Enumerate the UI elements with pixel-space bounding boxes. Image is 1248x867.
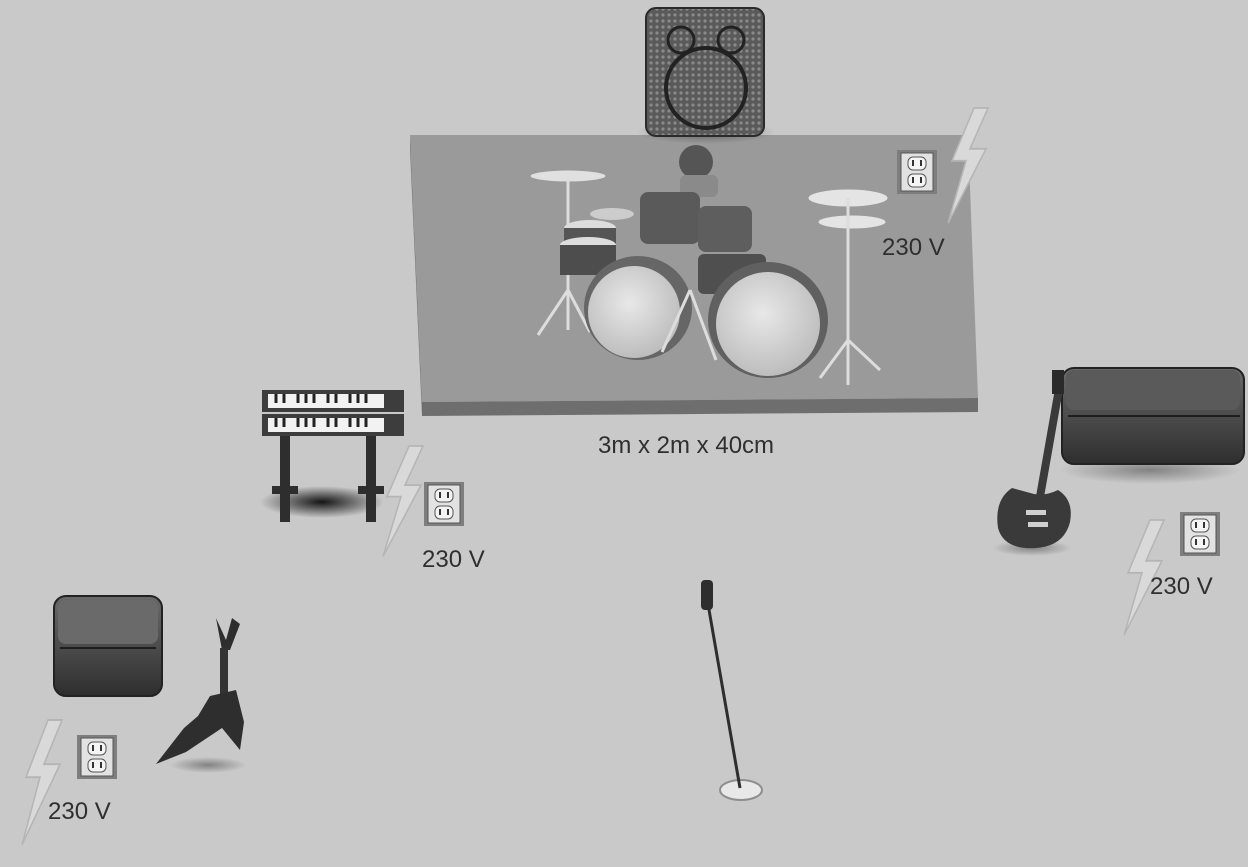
keyboard-icon: [260, 390, 404, 522]
power-outlet-icon: [77, 735, 117, 779]
power-bolt-icon: [383, 446, 423, 556]
microphone-stand-icon: [701, 580, 762, 800]
power-bolt-icon: [22, 720, 62, 845]
riser-dimensions-label: 3m x 2m x 40cm: [598, 432, 774, 460]
power-outlet-icon: [424, 482, 464, 526]
voltage-label-guitar-left: 230 V: [48, 798, 111, 826]
electric-guitar-icon: [156, 618, 246, 773]
bass-guitar-icon: [992, 370, 1072, 556]
guitar-amp-icon: [54, 596, 162, 696]
monitor-speaker-icon: [636, 8, 776, 144]
bass-amp-icon: [1060, 368, 1244, 484]
power-outlet-icon: [1180, 512, 1220, 556]
voltage-label-bass: 230 V: [1150, 573, 1213, 601]
voltage-label-drums: 230 V: [882, 234, 945, 262]
power-outlet-icon: [897, 150, 937, 194]
voltage-label-keyboard: 230 V: [422, 546, 485, 574]
